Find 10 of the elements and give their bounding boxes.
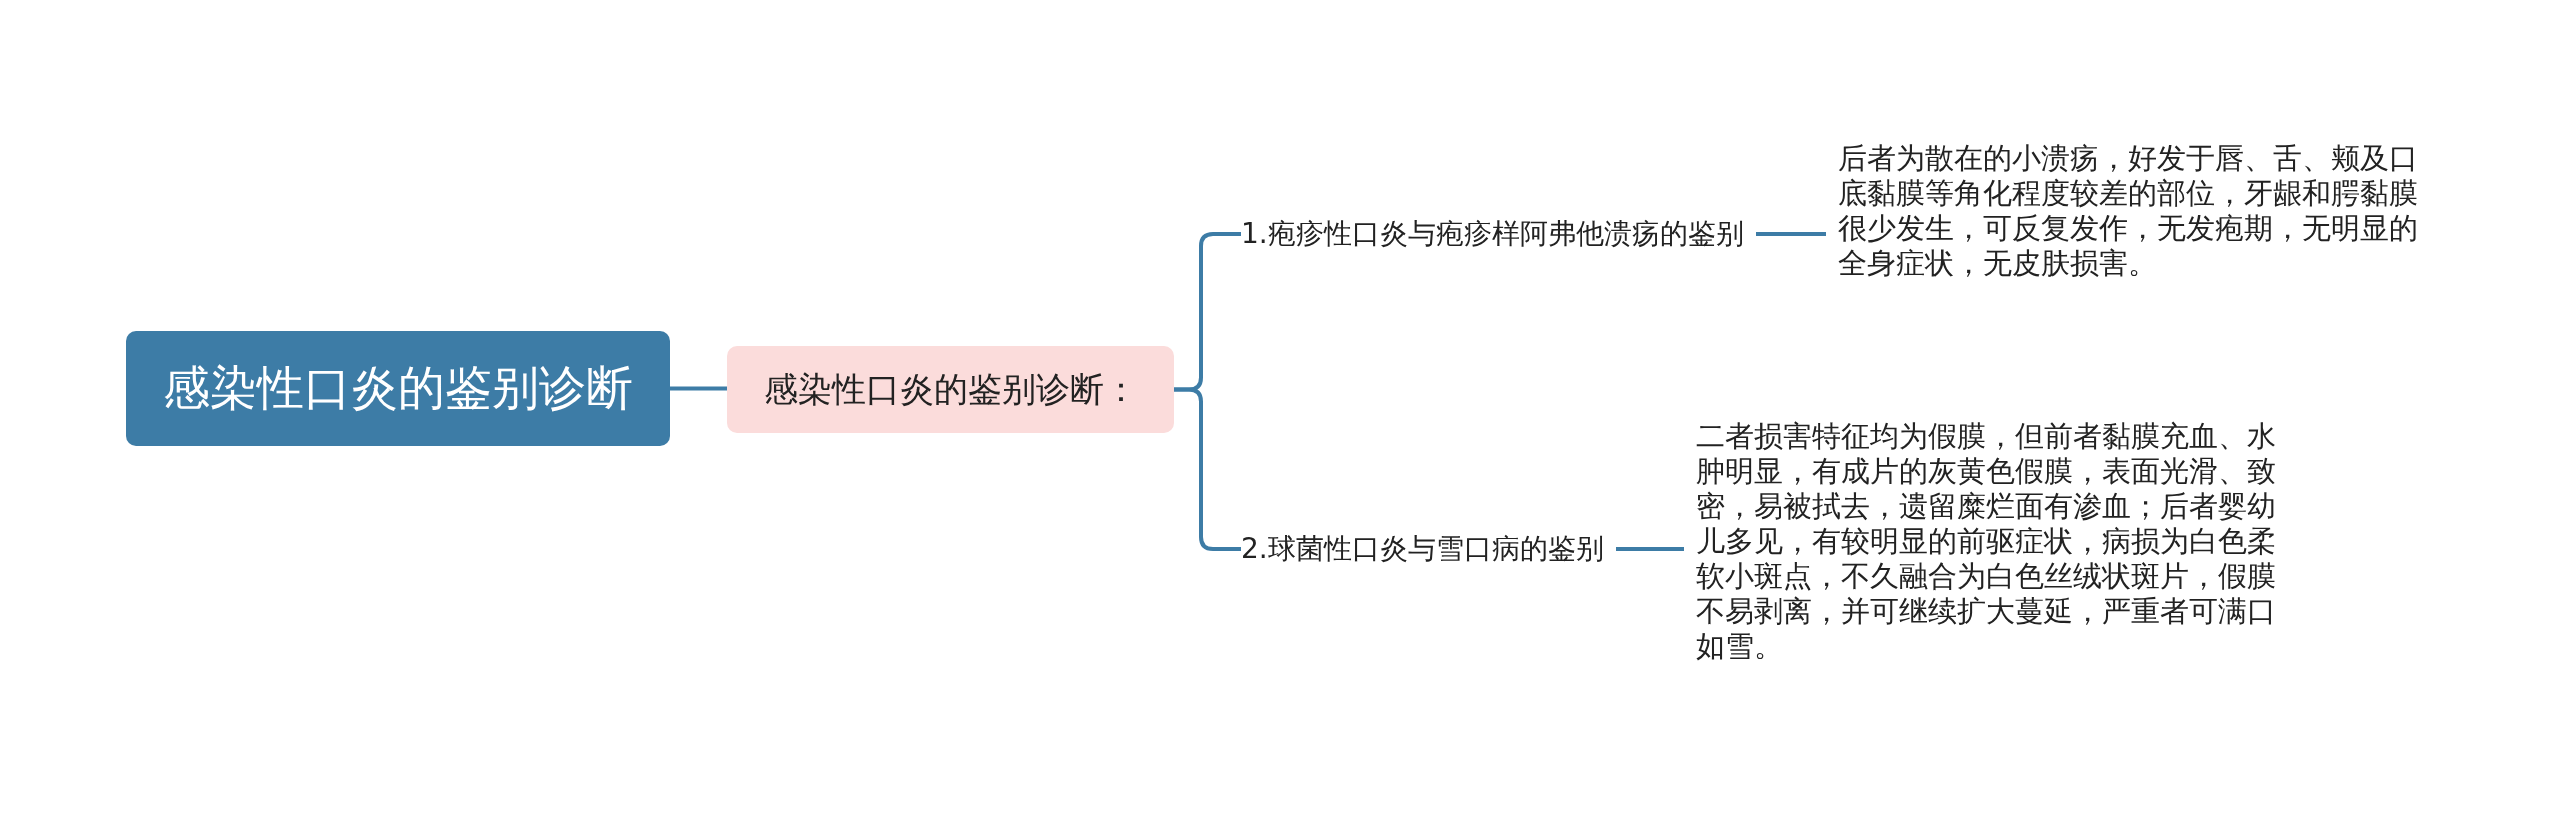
root-topic-box: 感染性口炎的鉴别诊断: [126, 331, 670, 446]
connector-line: [1616, 547, 1684, 551]
topic-text: 2.球菌性口炎与雪口病的鉴别: [1241, 529, 1604, 569]
topic-text: 1.疱疹性口炎与疱疹样阿弗他溃疡的鉴别: [1241, 214, 1744, 254]
connector-line: [670, 386, 727, 391]
connector-line: [1174, 387, 1241, 551]
connector-line: [1756, 232, 1826, 236]
topic-box: 感染性口炎的鉴别诊断：: [727, 346, 1174, 433]
detail-text: 后者为散在的小溃疡，好发于唇、舌、颊及口底黏膜等角化程度较差的部位，牙龈和腭黏膜很少发生，可反复发作，无发疱期，无明显的全身症状，无皮肤损害。: [1838, 141, 2438, 281]
detail-text: 二者损害特征均为假膜，但前者黏膜充血、水肿明显，有成片的灰黄色假膜，表面光滑、致密，易被拭去，遗留糜烂面有渗血；后者婴幼儿多见，有较明显的前驱症状，病损为白色柔软小斑点，不久融合为白色丝绒状斑片，假膜不易剥离，并可继续扩大蔓延，严重者可满口如雪。: [1696, 419, 2296, 664]
